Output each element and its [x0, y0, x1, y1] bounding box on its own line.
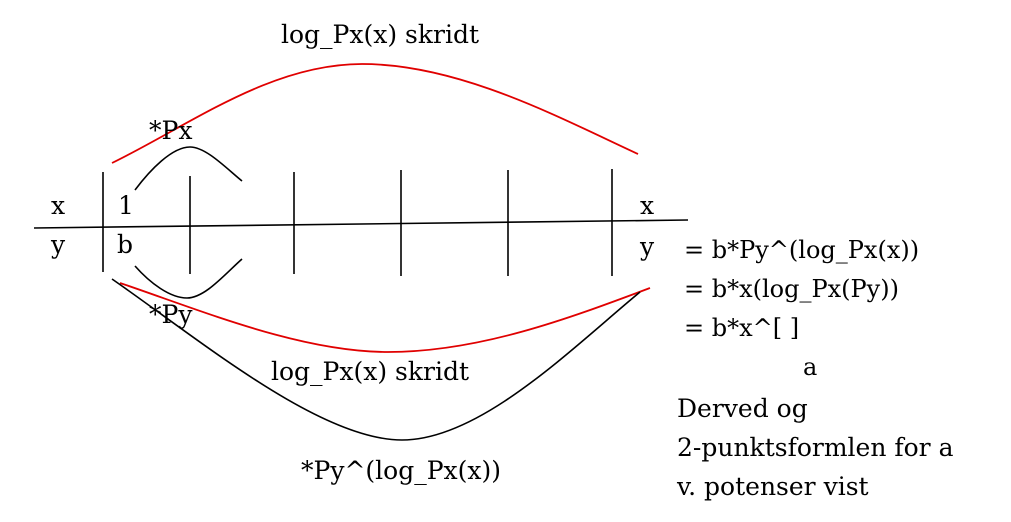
equation-a: a — [803, 353, 818, 381]
conclusion-line-1: Derved og — [677, 394, 808, 423]
top-red-arc — [111, 63, 639, 164]
x-left-label: x — [51, 191, 66, 220]
bottom-red-arc — [119, 282, 651, 353]
x-right-label: x — [640, 191, 655, 220]
equation-1: = b*Py^(log_Px(x)) — [684, 236, 920, 264]
equation-3: = b*x^[ ] — [684, 314, 800, 342]
py-factor-label: *Py — [149, 300, 193, 329]
y-right-label: y — [640, 232, 655, 261]
conclusion-line-2: 2-punktsformlen for a — [677, 433, 954, 462]
top-step-label: log_Px(x) skridt — [281, 20, 479, 49]
one-label: 1 — [118, 191, 134, 220]
b-label: b — [117, 230, 134, 259]
large-bottom-arc — [111, 278, 641, 441]
conclusion-line-3: v. potenser vist — [677, 472, 869, 501]
px-factor-label: *Px — [149, 116, 193, 145]
axis-line — [33, 219, 689, 229]
bottom-factor-label: *Py^(log_Px(x)) — [301, 456, 501, 485]
y-left-label: y — [51, 230, 66, 259]
small-top-arc — [134, 146, 243, 191]
equation-2: = b*x(log_Px(Py)) — [684, 275, 899, 303]
bottom-step-label: log_Px(x) skridt — [271, 357, 469, 386]
small-bottom-arc — [134, 258, 243, 299]
